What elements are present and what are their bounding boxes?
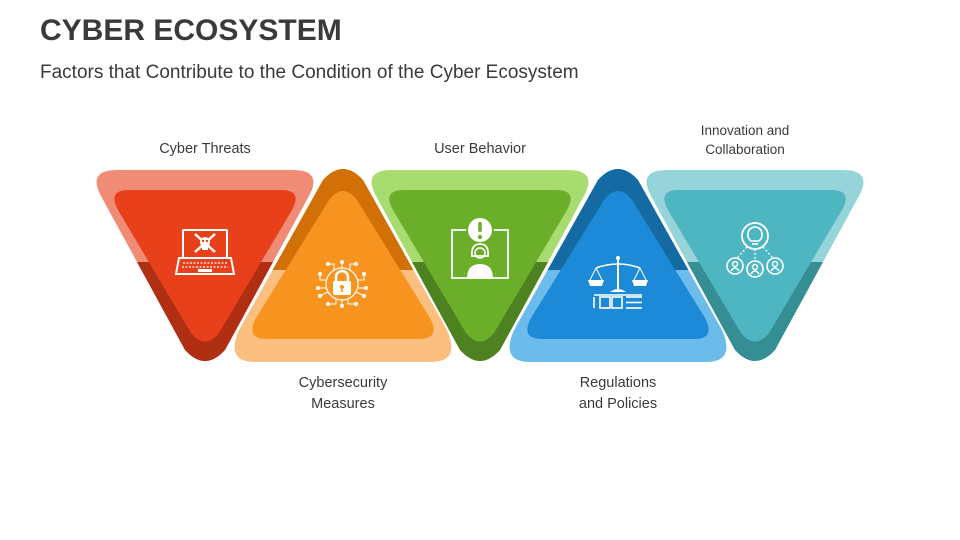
slide-title: CYBER ECOSYSTEM [40, 14, 342, 47]
circuit-lock-icon [316, 260, 368, 308]
slide-subtitle: Factors that Contribute to the Condition… [40, 62, 579, 83]
label-line: Cyber Threats [159, 141, 251, 157]
label-line: and Policies [578, 396, 658, 412]
label-innovation-collaboration: Innovation and Collaboration [701, 121, 790, 159]
label-line: Collaboration [705, 142, 785, 157]
label-regulations-policies: Regulations and Policies [579, 373, 657, 415]
label-line: User Behavior [434, 141, 526, 157]
label-line: Measures [311, 396, 375, 412]
label-cybersecurity-measures: Cybersecurity Measures [299, 373, 388, 415]
user-alert-icon [451, 218, 509, 279]
label-cyber-threats: Cyber Threats [159, 139, 251, 160]
label-line: Innovation and [700, 123, 790, 138]
hacked-laptop-icon [174, 229, 236, 275]
idea-collaboration-icon [726, 222, 784, 278]
label-line: Cybersecurity [298, 375, 388, 391]
law-scales-icon [588, 256, 648, 309]
label-line: Regulations [579, 375, 657, 391]
label-user-behavior: User Behavior [434, 139, 526, 160]
